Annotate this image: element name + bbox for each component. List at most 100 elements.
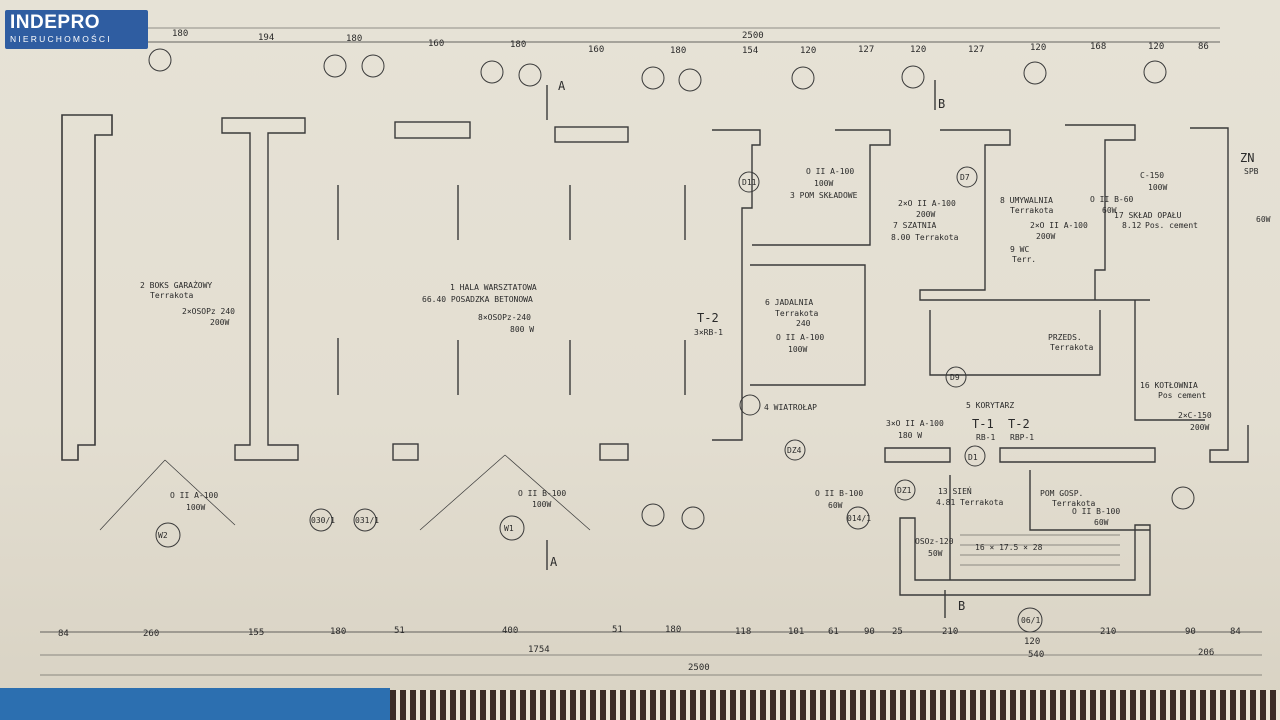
wc-name: 9 WC [1010, 245, 1029, 254]
rb-left-label: 3×RB-1 [694, 328, 723, 337]
kotlownia-fixture: 2×C-150 [1178, 411, 1212, 420]
szatnia-area: 8.00 Terrakota [891, 233, 959, 242]
zn-label: ZN [1240, 151, 1254, 165]
garaz-floor: Terrakota [150, 291, 194, 300]
pomgosp-fixture: O II B-100 [1072, 507, 1120, 516]
bottom-right-total: 540 [1028, 650, 1044, 660]
bottom-dim-10: 101 [788, 627, 804, 637]
w1-tag: W1 [504, 524, 514, 533]
bottom-dim-13: 25 [892, 627, 903, 637]
pomgosp-floor: Terrakota [1052, 499, 1096, 508]
logo-sub: NIERUCHOMOŚCI [10, 34, 112, 44]
wiatrolap-name: 4 WIATROŁAP [764, 403, 817, 412]
korytarz-name: 5 KORYTARZ [966, 401, 1014, 410]
bottom-dim-2: 260 [143, 629, 159, 639]
w1-fixture: O II B-100 [518, 489, 566, 498]
rb1-label: RB-1 [976, 433, 995, 442]
pomgosp-power: 60W [1094, 518, 1109, 527]
indepro-logo: INDEPRO NIERUCHOMOŚCI [5, 10, 148, 49]
skladopalu-fixture: O II B-60 [1090, 195, 1134, 204]
bottom-right-segment: 206 [1198, 648, 1214, 658]
top-dim-1: 180 [172, 29, 188, 39]
bottom-power: 60W [828, 501, 843, 510]
top-total-dimension: 2500 [742, 31, 764, 41]
sien-area: 4.81 [936, 498, 955, 507]
jadalnia-power: 100W [788, 345, 807, 354]
bottom-fixture: O II B-100 [815, 489, 863, 498]
bottom-left-total: 1754 [528, 645, 550, 655]
szatnia-power: 200W [916, 210, 935, 219]
top-dim-14: 168 [1090, 42, 1106, 52]
umywalnia-name: 8 UMYWALNIA [1000, 196, 1053, 205]
w2-fixture: O II A-100 [170, 491, 218, 500]
mark-031: 031/1 [355, 516, 379, 525]
przedsionek-name: PRZEDS. [1048, 333, 1082, 342]
top-dim-9: 120 [800, 46, 816, 56]
section-a-top: A [558, 79, 566, 93]
skladowe-fixture: O II A-100 [806, 167, 854, 176]
hala-name: 1 HALA WARSZTATOWA [450, 283, 537, 292]
bottom-dim-1: 84 [58, 629, 69, 639]
rbp1-label: RBP-1 [1010, 433, 1034, 442]
bottom-dim-4: 180 [330, 627, 346, 637]
bottom-dim-15: 120 [1024, 637, 1040, 647]
mark-014: 014/1 [847, 514, 871, 523]
garaz-fixture: 2×OSOPz 240 [182, 307, 235, 316]
door-dz4-label: DZ4 [787, 446, 802, 455]
skladopalu-floor: Pos. cement [1145, 221, 1198, 230]
bottom-dim-14: 210 [942, 627, 958, 637]
top-dim-6: 160 [588, 45, 604, 55]
skladowe-power: 100W [814, 179, 833, 188]
hala-area: 66.40 POSADZKA BETONOWA [422, 295, 533, 304]
sien-name: 13 SIEŃ [938, 485, 972, 496]
blueprint-paper [0, 0, 1280, 700]
skladopalu-area: 8.12 [1122, 221, 1141, 230]
garaz-power: 200W [210, 318, 229, 327]
floor-plan-drawing: 2500 180 194 180 160 180 160 180 154 120… [40, 27, 1271, 676]
bottom-dim-17: 90 [1185, 627, 1196, 637]
garaz-name: 2 BOKS GARAŻOWY [140, 280, 212, 290]
sien-floor: Terrakota [960, 498, 1004, 507]
bottom-dim-18: 84 [1230, 627, 1241, 637]
bottom-dim-11: 61 [828, 627, 839, 637]
oso-fixture: OSOz-120 [915, 537, 954, 546]
w2-tag: W2 [158, 531, 168, 540]
top-dim-5: 180 [510, 40, 526, 50]
door-d11-label: D11 [742, 178, 757, 187]
bottom-dim-9: 118 [735, 627, 751, 637]
bottom-dim-5: 51 [394, 626, 405, 636]
door-d9-label: D9 [950, 373, 960, 382]
kotlownia-name: 16 KOTŁOWNIA [1140, 381, 1198, 390]
stairs-label: 16 × 17.5 × 28 [975, 543, 1043, 552]
top-dim-12: 127 [968, 45, 984, 55]
top-dim-13: 120 [1030, 43, 1046, 53]
spb-label: SPB [1244, 167, 1259, 176]
section-a-bottom: A [550, 555, 558, 569]
kotlownia-power: 200W [1190, 423, 1209, 432]
top-dim-16: 86 [1198, 42, 1209, 52]
umywalnia-fixture: 2×O II A-100 [1030, 221, 1088, 230]
door-d1-label: D1 [968, 453, 978, 462]
oso-power: 50W [928, 549, 943, 558]
bottom-dim-16: 210 [1100, 627, 1116, 637]
section-b-bottom: B [958, 599, 965, 613]
hala-fixture: 8×OSOPz-240 [478, 313, 531, 322]
t1-label: T-1 [972, 417, 994, 431]
w1-power: 100W [532, 500, 551, 509]
door-d7-label: D7 [960, 173, 970, 182]
przedsionek-floor: Terrakota [1050, 343, 1094, 352]
spb-power: 60W [1256, 215, 1271, 224]
t2-left-label: T-2 [697, 311, 719, 325]
kotlownia-floor: Pos cement [1158, 391, 1206, 400]
top-dim-8: 154 [742, 46, 758, 56]
jadalnia-name: 6 JADALNIA [765, 298, 813, 307]
skladowe-name: 3 POM SKŁADOWE [790, 191, 858, 200]
pomgosp-name: POM GOSP. [1040, 489, 1083, 498]
c150-power: 100W [1148, 183, 1167, 192]
w2-power: 100W [186, 503, 205, 512]
door-dz1-label: DZ1 [897, 486, 912, 495]
bottom-dim-6: 400 [502, 626, 518, 636]
umywalnia-floor: Terrakota [1010, 206, 1054, 215]
szatnia-fixture: 2×O II A-100 [898, 199, 956, 208]
korytarz-fixture: 3×O II A-100 [886, 419, 944, 428]
